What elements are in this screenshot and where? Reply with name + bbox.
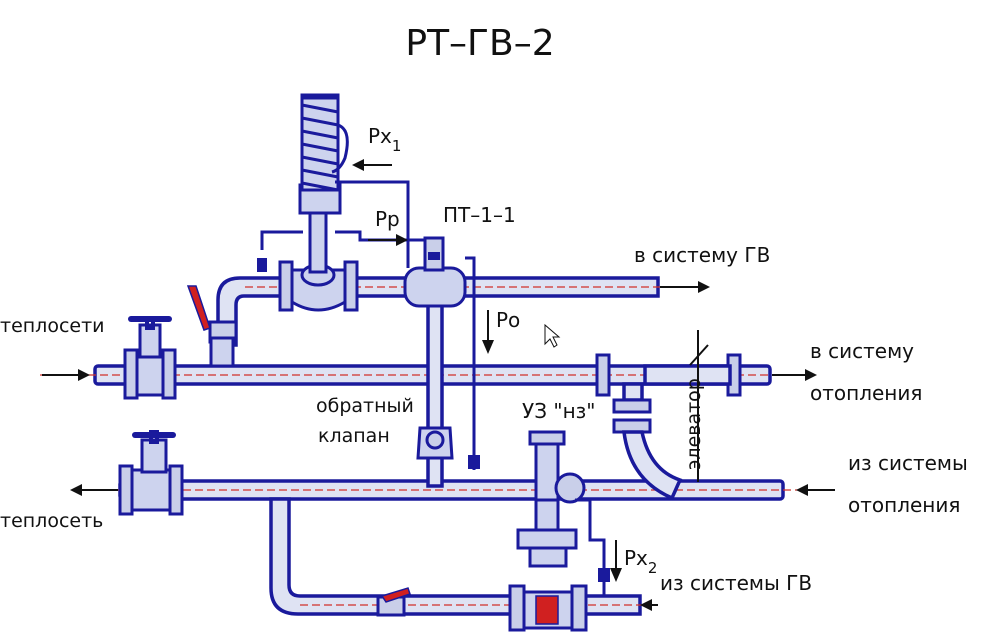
- label-uz: УЗ "нз": [522, 399, 595, 423]
- label-from-heating-2: отопления: [848, 493, 960, 517]
- label-check-valve-2: клапан: [318, 425, 390, 447]
- label-pr: Рр: [375, 207, 400, 231]
- spring-coil: [300, 93, 340, 192]
- label-px2: Px2: [624, 546, 657, 577]
- gate-valve-supply: [123, 316, 177, 400]
- gate-valve-return: [118, 430, 184, 516]
- label-to-heating-1: в систему: [810, 339, 914, 363]
- label-to-heating-2: отопления: [810, 381, 922, 405]
- label-elevator: элеватор: [683, 378, 705, 470]
- label-check-valve-1: обратный: [316, 395, 414, 417]
- uz-valve: [508, 430, 610, 632]
- label-to-heatnet: теплосеть: [0, 510, 103, 532]
- label-from-gv-system: из системы ГВ: [660, 571, 812, 595]
- diagram-title: РТ–ГВ–2: [405, 23, 554, 64]
- label-from-heatnet: теплосети: [0, 315, 105, 337]
- label-pt-1-1: ПТ–1–1: [443, 203, 516, 227]
- label-px1: Px1: [368, 124, 401, 155]
- elevator: [595, 330, 742, 501]
- ball-valve-left: [186, 285, 238, 368]
- rt-regulator: [257, 93, 425, 312]
- label-po: Ро: [496, 308, 520, 332]
- label-from-heating-1: из системы: [848, 451, 968, 475]
- cursor-icon: [544, 323, 561, 348]
- ball-valve-bottom: [376, 587, 411, 617]
- flow-arrows: [42, 159, 835, 611]
- bottom-gv-pipe: [269, 497, 650, 616]
- pt-1-1-body: [403, 236, 480, 470]
- check-valve-riser: [416, 294, 454, 488]
- label-to-gv-system: в систему ГВ: [634, 243, 770, 267]
